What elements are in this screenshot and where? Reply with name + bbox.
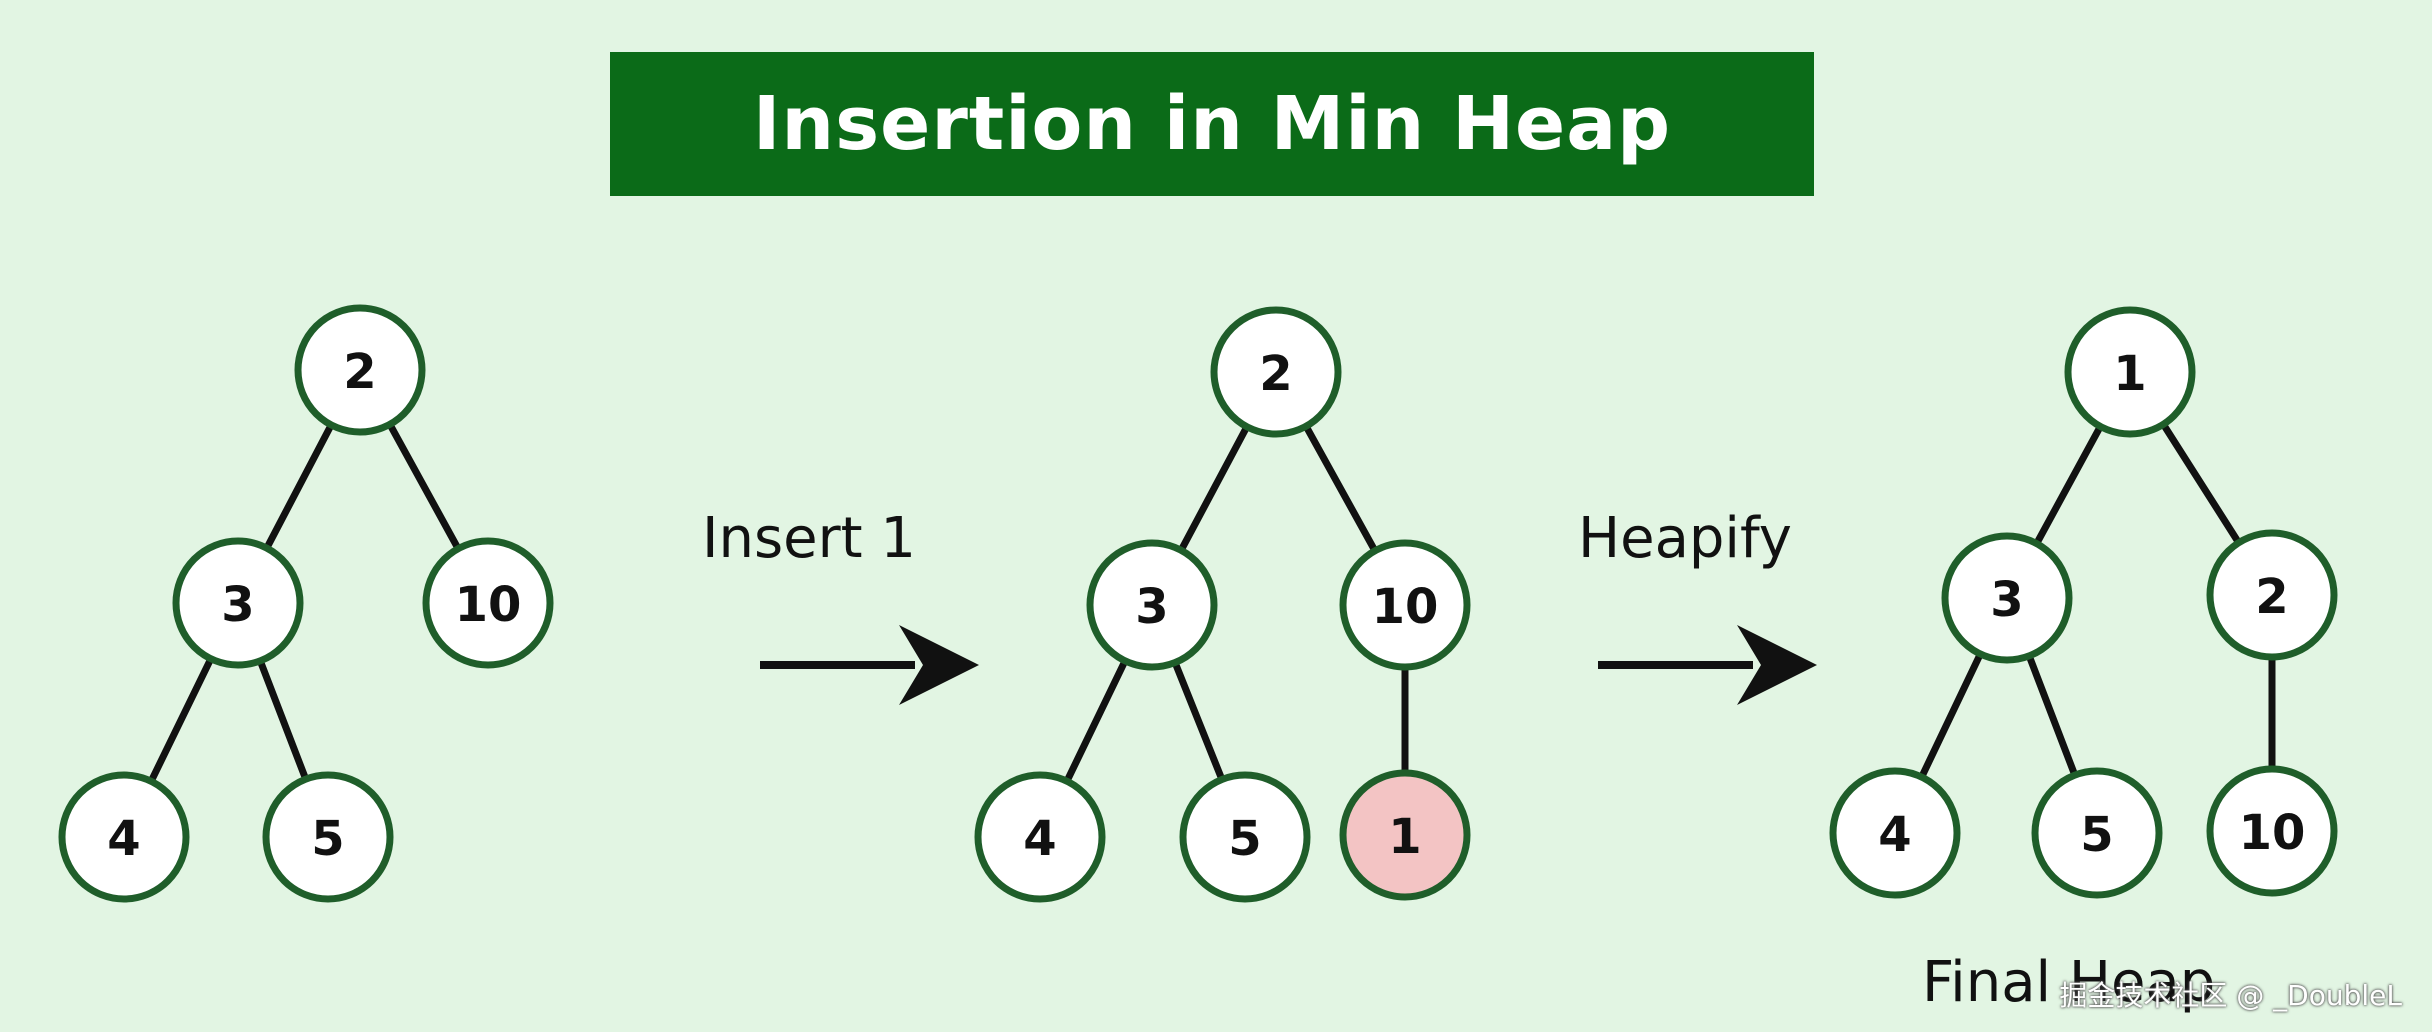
insert-step-label: Insert 1 bbox=[702, 506, 917, 571]
tree-edge bbox=[1171, 659, 1226, 783]
heap-node-3: 3 bbox=[1941, 532, 2073, 664]
node-circle bbox=[1829, 767, 1961, 899]
node-value: 1 bbox=[2113, 346, 2146, 402]
heap-node-1: 1 bbox=[2064, 306, 2196, 438]
heap-node-5: 5 bbox=[262, 771, 394, 903]
node-value: 1 bbox=[1388, 809, 1421, 865]
node-circle bbox=[1941, 532, 2073, 664]
node-circle bbox=[422, 537, 554, 669]
node-value: 3 bbox=[221, 577, 254, 633]
heap-node-5: 5 bbox=[1179, 771, 1311, 903]
watermark: 掘金技术社区 @ _DoubleL bbox=[2059, 979, 2402, 1012]
node-value: 10 bbox=[2239, 805, 2306, 861]
tree-edge bbox=[1177, 423, 1251, 554]
initial-heap-tree: 2 3 10 4 5 bbox=[58, 304, 554, 903]
tree-edge bbox=[1063, 657, 1129, 785]
node-value: 4 bbox=[1023, 811, 1056, 867]
heap-node-10: 10 bbox=[1339, 539, 1471, 671]
heap-node-1: 1 bbox=[1339, 769, 1471, 901]
heap-node-3: 3 bbox=[172, 537, 304, 669]
node-circle bbox=[974, 771, 1106, 903]
node-value: 10 bbox=[455, 577, 522, 633]
node-circle bbox=[1086, 539, 1218, 671]
heap-node-4: 4 bbox=[58, 771, 190, 903]
node-value: 5 bbox=[2080, 807, 2113, 863]
heap-node-10: 10 bbox=[422, 537, 554, 669]
tree-edge bbox=[263, 421, 335, 552]
node-value: 4 bbox=[1878, 807, 1911, 863]
heap-node-10: 10 bbox=[2206, 765, 2338, 897]
title-banner: Insertion in Min Heap bbox=[610, 52, 1814, 196]
node-value: 2 bbox=[2255, 569, 2288, 625]
heap-node-2: 2 bbox=[294, 304, 426, 436]
final-heap-tree: 1 3 2 4 5 10 bbox=[1829, 306, 2338, 899]
node-value: 5 bbox=[311, 811, 344, 867]
node-circle bbox=[294, 304, 426, 436]
tree-edge bbox=[256, 657, 310, 783]
node-circle bbox=[2031, 767, 2163, 899]
node-circle bbox=[2206, 765, 2338, 897]
heap-node-4: 4 bbox=[974, 771, 1106, 903]
node-circle bbox=[2064, 306, 2196, 438]
tree-edge bbox=[2159, 420, 2243, 547]
node-value: 3 bbox=[1135, 579, 1168, 635]
node-circle bbox=[1210, 306, 1342, 438]
node-circle bbox=[172, 537, 304, 669]
node-circle bbox=[262, 771, 394, 903]
heap-node-2: 2 bbox=[1210, 306, 1342, 438]
heapify-step-label: Heapify bbox=[1578, 506, 1792, 571]
tree-edge bbox=[2025, 652, 2079, 779]
node-value: 4 bbox=[107, 811, 140, 867]
node-circle bbox=[58, 771, 190, 903]
final-heap-label: Final Heap bbox=[1922, 950, 2216, 1015]
node-value: 3 bbox=[1990, 572, 2023, 628]
node-circle bbox=[2206, 529, 2338, 661]
node-value: 10 bbox=[1372, 579, 1439, 635]
inserted-node-circle bbox=[1339, 769, 1471, 901]
diagram-title: Insertion in Min Heap bbox=[752, 81, 1672, 167]
heap-node-5: 5 bbox=[2031, 767, 2163, 899]
tree-edge bbox=[147, 655, 215, 785]
tree-edge bbox=[2033, 422, 2104, 548]
node-value: 5 bbox=[1228, 811, 1261, 867]
node-value: 2 bbox=[1259, 346, 1292, 402]
heap-node-4: 4 bbox=[1829, 767, 1961, 899]
node-circle bbox=[1179, 771, 1311, 903]
heap-node-3: 3 bbox=[1086, 539, 1218, 671]
tree-edge bbox=[1918, 650, 1984, 781]
tree-edge bbox=[1302, 422, 1379, 555]
heap-node-2: 2 bbox=[2206, 529, 2338, 661]
node-value: 2 bbox=[343, 344, 376, 400]
tree-edge bbox=[386, 420, 462, 553]
after-insert-tree: 2 3 10 4 5 1 bbox=[974, 306, 1471, 903]
node-circle bbox=[1339, 539, 1471, 671]
